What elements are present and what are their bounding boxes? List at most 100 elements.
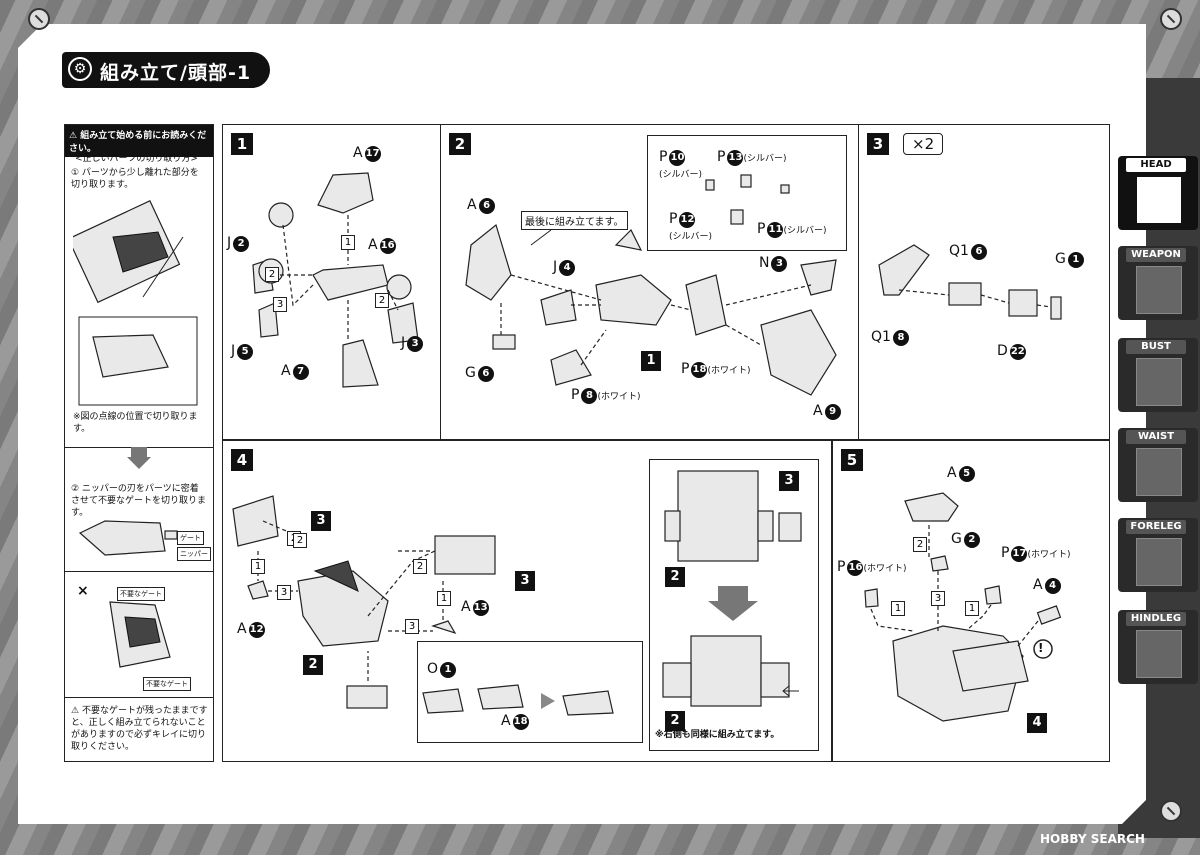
nipper-label: ニッパー [177,547,211,561]
order-2: 2 [265,267,279,282]
screw-icon [1160,800,1182,822]
gear-icon: ⚙ [68,57,92,81]
cutting-guide: ⚠ 組み立て始める前にお読みください。 <正しいパーツの切り取り方> ① パーツ… [64,124,214,762]
gate-illustration [78,520,178,556]
order-3: 3 [277,585,291,600]
right-side-note: ※右側も同様に組み立てます。 [655,730,780,740]
tab-label: HEAD [1126,158,1186,172]
order-3: 3 [273,297,287,312]
unneeded-gate-label: 不要なゲート [143,677,191,691]
gate-label: ゲート [177,531,204,545]
ref-step-1: 1 [641,351,661,371]
wrong-cut-illustration [109,601,171,668]
order-1: 1 [251,559,265,574]
head-thumbnail-icon [1136,176,1182,224]
step-4-diagram [232,470,802,716]
order-1: 1 [965,601,979,616]
step-number: 5 [841,449,863,471]
divider [65,697,213,698]
order-2: 2 [293,533,307,548]
screw-icon [1160,8,1182,30]
ref-step-2: 2 [665,567,685,587]
wrong-mark: × [77,583,89,599]
ref-step-3: 3 [311,511,331,531]
order-3: 3 [931,591,945,606]
order-1: 1 [891,601,905,616]
warning-text: ⚠ 不要なゲートが残ったままですと、正しく組み立てられないことがありますので必ず… [71,706,208,752]
tab-label: HINDLEG [1126,612,1186,626]
page-title: 組み立て/頭部-1 [100,62,252,84]
step-number: 4 [231,449,253,471]
times-two: ×2 [903,133,944,155]
step-2-diagram [465,174,837,396]
down-arrow-icon [127,447,151,469]
ref-step-2: 2 [303,655,323,675]
ref-step-2: 2 [665,711,685,731]
bust-thumbnail-icon [1136,358,1182,406]
guide-header: ⚠ 組み立て始める前にお読みください。 [65,125,213,157]
unneeded-gate-label: 不要なゲート [117,587,165,601]
guide-subtitle: <正しいパーツの切り取り方> [75,154,198,164]
tab-bust[interactable]: BUST [1118,338,1198,412]
caution-icon: ! [1038,641,1044,655]
step-1-diagram [252,172,419,388]
page-title-bar: ⚙ 組み立て/頭部-1 [62,52,270,88]
tab-weapon[interactable]: WEAPON [1118,246,1198,320]
tab-label: WEAPON [1126,248,1186,262]
divider [65,571,213,572]
order-2: 2 [413,559,427,574]
order-2: 2 [375,293,389,308]
silver-parts-inset [647,135,847,251]
step-number: 1 [231,133,253,155]
foreleg-thumbnail-icon [1136,538,1182,586]
teeth-inset [417,641,643,743]
waist-thumbnail-icon [1136,448,1182,496]
tab-label: BUST [1126,340,1186,354]
tab-foreleg[interactable]: FORELEG [1118,518,1198,592]
hindleg-thumbnail-icon [1136,630,1182,678]
tab-hindleg[interactable]: HINDLEG [1118,610,1198,684]
ref-step-4: 4 [1027,713,1047,733]
ref-step-3: 3 [779,471,799,491]
tab-waist[interactable]: WAIST [1118,428,1198,502]
step-5-diagram [864,492,1062,722]
order-1: 1 [437,591,451,606]
ref-step-3: 3 [515,571,535,591]
tab-head[interactable]: HEAD [1118,156,1198,230]
guide-step1: ① パーツから少し離れた部分を切り取ります。 [71,168,199,190]
weapon-thumbnail-icon [1136,266,1182,314]
cut-note: ※図の点線の位置で切り取ります。 [73,412,198,434]
screw-icon [28,8,50,30]
